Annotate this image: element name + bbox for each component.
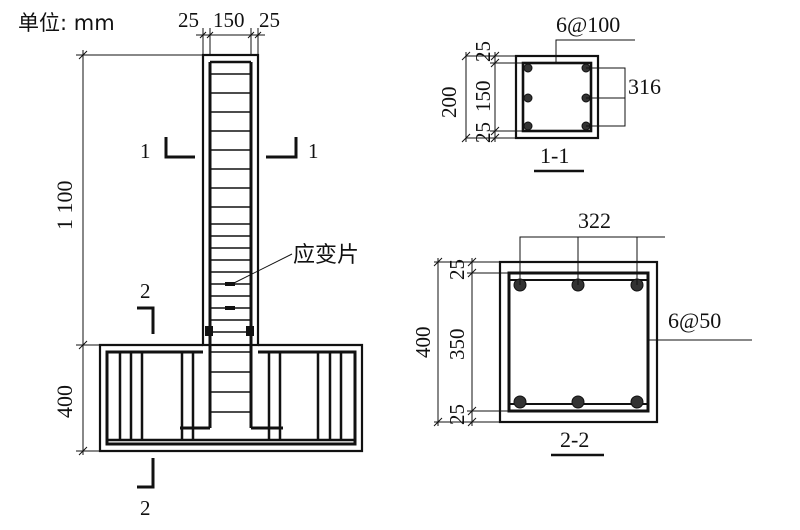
section-1-title: 1-1 [540, 143, 569, 168]
section-1-mark-left: 1 [140, 139, 151, 163]
strain-gauges [205, 282, 254, 336]
section-2-dim-middle: 350 [445, 329, 469, 361]
section-1-marker-left [164, 137, 195, 159]
section-2-title: 2-2 [560, 427, 589, 452]
footing-outline [98, 343, 364, 453]
section-1-bars [523, 63, 591, 131]
section-1-stirrup [521, 61, 593, 133]
top-dim-150: 150 [213, 8, 245, 32]
top-dim-25-left: 25 [178, 8, 199, 32]
section-2-marker-top [137, 306, 155, 334]
section-1-dim-middle: 150 [471, 81, 495, 113]
section-2-bar-label: 322 [578, 208, 611, 233]
height-dim-label: 1 100 [52, 181, 77, 231]
section-2-dims-lines [433, 257, 509, 427]
section-2-stirrup-label: 6@50 [668, 308, 721, 333]
column-stirrups [210, 73, 251, 413]
gauge-leader [231, 253, 293, 285]
top-dimension [196, 28, 265, 55]
unit-label: 单位: mm [18, 11, 115, 35]
top-dim-25-right: 25 [259, 8, 280, 32]
section-2-mark-bottom: 2 [140, 496, 151, 520]
section-2-2: 322 6@50 400 25 350 25 2-2 [411, 208, 752, 457]
section-2-stirrup [507, 271, 650, 413]
section-1-dim-top: 25 [471, 41, 495, 62]
footing-cage-top [105, 350, 357, 446]
section-2-dim-bottom: 25 [445, 404, 469, 425]
section-1-dim-bottom: 25 [471, 122, 495, 143]
section-1-marker-right [266, 137, 298, 159]
section-1-dim-overall: 200 [437, 87, 461, 119]
height-dimension [76, 50, 203, 456]
section-1-1: 6@100 316 200 25 150 25 1-1 [437, 12, 661, 173]
section-2-bars [513, 278, 644, 409]
column-outline [201, 53, 260, 347]
base-dim-label: 400 [52, 385, 77, 418]
section-2-marker-bottom [137, 458, 155, 489]
elevation-view: 应变片 [52, 8, 364, 520]
section-2-dim-top: 25 [445, 259, 469, 280]
gauge-label: 应变片 [293, 243, 359, 268]
footing-bars [118, 352, 343, 440]
section-1-mark-right: 1 [308, 139, 319, 163]
section-1-outline [514, 54, 600, 140]
section-2-mark-top: 2 [140, 279, 151, 303]
section-1-stirrup-label: 6@100 [556, 12, 620, 37]
section-1-dims-lines [461, 51, 523, 143]
section-2-dim-overall: 400 [411, 327, 435, 359]
section-1-bar-label: 316 [628, 74, 661, 99]
